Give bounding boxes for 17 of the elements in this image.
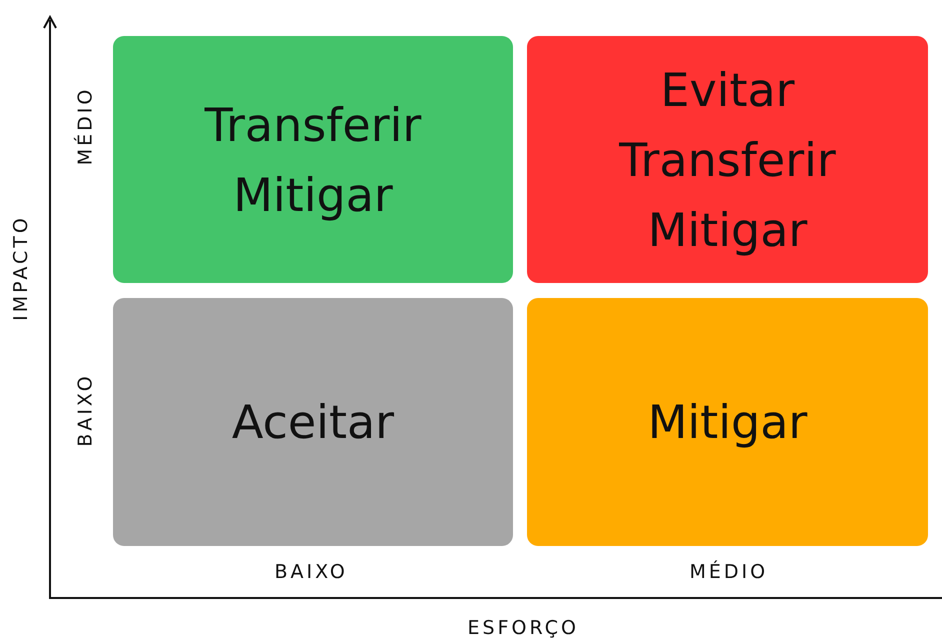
strategy-text: Evitar bbox=[660, 62, 795, 118]
axis-label: BAIXO bbox=[74, 373, 96, 447]
quadrant-box bbox=[113, 36, 513, 283]
strategy-text: Mitigar bbox=[648, 202, 808, 258]
strategy-text: Transferir bbox=[619, 132, 836, 188]
axis-label: IMPACTO bbox=[10, 215, 32, 321]
axis-label: MÉDIO bbox=[74, 86, 96, 166]
quadrant-box bbox=[113, 298, 513, 546]
strategy-text: Aceitar bbox=[232, 394, 394, 451]
strategy-text: Transferir bbox=[204, 96, 422, 154]
strategy-text: Mitigar bbox=[648, 394, 808, 451]
axis-label: ESFORÇO bbox=[468, 617, 579, 639]
axis-label: BAIXO bbox=[274, 561, 348, 583]
quadrant-box bbox=[527, 36, 928, 283]
quadrant-box bbox=[527, 298, 928, 546]
axis-label: MÉDIO bbox=[690, 561, 768, 583]
strategy-text: Mitigar bbox=[233, 166, 393, 224]
